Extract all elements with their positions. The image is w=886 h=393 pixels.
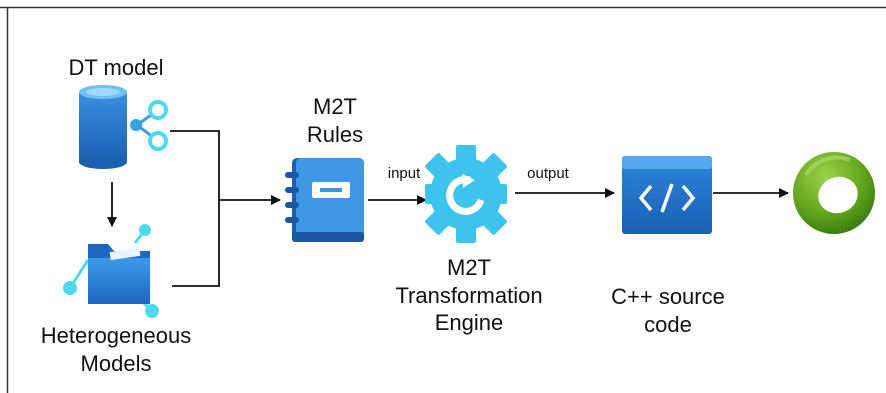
source-label-line2: code: [644, 311, 692, 337]
merge-connector: [170, 130, 220, 287]
engine-label: M2T Transformation Engine: [384, 254, 554, 337]
hetero-label: Heterogeneous Models: [36, 322, 196, 377]
hetero-label-line1: Heterogeneous: [40, 323, 192, 348]
input-label: input: [384, 165, 424, 184]
source-label: C++ source code: [598, 283, 738, 338]
hetero-label-line2: Models: [80, 350, 152, 376]
engine-label-line3: Engine: [434, 310, 504, 335]
database-share-icon: [79, 85, 168, 169]
source-label-line1: C++ source: [611, 284, 725, 309]
engine-label-line2: Transformation: [395, 282, 543, 308]
folder-network-icon: [63, 224, 159, 318]
notebook-icon: [285, 158, 364, 242]
gear-refresh-icon: [425, 145, 507, 243]
output-text: output: [527, 165, 569, 182]
input-text: input: [387, 165, 421, 182]
code-window-icon: [622, 156, 712, 234]
output-label: output: [520, 165, 576, 184]
dt-model-label: DT model: [56, 54, 176, 82]
rules-label-line2: Rules: [306, 121, 364, 147]
rules-label-line1: M2T: [313, 94, 357, 119]
green-ring-logo-icon: [793, 152, 875, 234]
engine-label-line1: M2T: [447, 255, 491, 280]
dt-model-text: DT model: [68, 55, 164, 80]
rules-label: M2T Rules: [290, 93, 380, 148]
